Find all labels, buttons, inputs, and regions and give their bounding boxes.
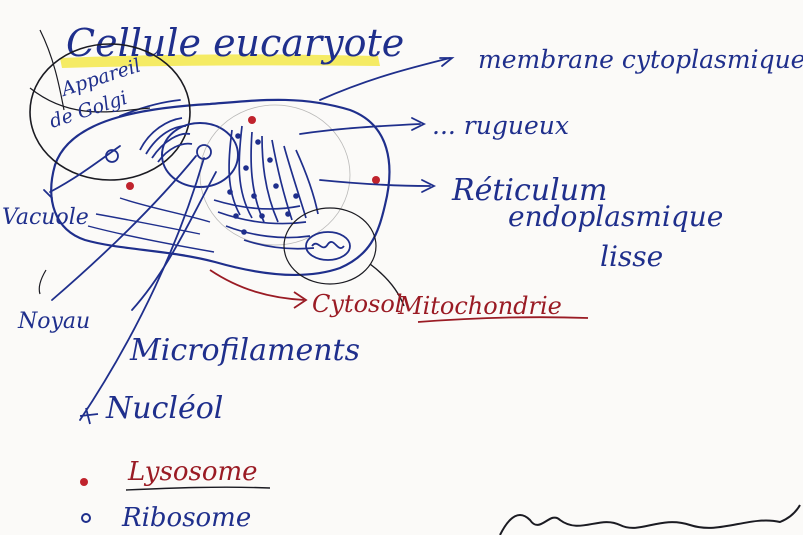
title: Cellule eucaryote [66, 21, 404, 65]
label-cytosol: Cytosol [312, 290, 402, 318]
label-vacuole: Vacuole [2, 205, 89, 230]
label-microfilaments: Microfilaments [129, 333, 360, 368]
mitochondrion-zone [284, 208, 376, 284]
sketch-line-3 [39, 270, 46, 294]
label-ribosome: Ribosome [121, 503, 251, 533]
cell-membrane [51, 100, 389, 275]
label-golgi-2: de Golgi [47, 87, 130, 133]
mitochondrion [306, 232, 350, 260]
label-nucleol: Nucléol [105, 391, 223, 426]
label-lysosome: Lysosome [127, 457, 258, 487]
label-reticulum-2: endoplasmique [508, 200, 723, 233]
label-rugueux: ... rugueux [432, 111, 569, 140]
lysosome-underline [126, 487, 270, 490]
label-mitochondrie: Mitochondrie [397, 292, 562, 320]
label-reticulum-3: lisse [600, 240, 663, 273]
lysosome-bullet [80, 478, 88, 486]
nucleol-tick [80, 408, 98, 424]
label-noyau: Noyau [17, 309, 90, 334]
ribosome-bullet [82, 514, 90, 522]
cutoff-handwriting [500, 505, 800, 535]
label-membrane: membrane cytoplasmique [478, 45, 803, 74]
